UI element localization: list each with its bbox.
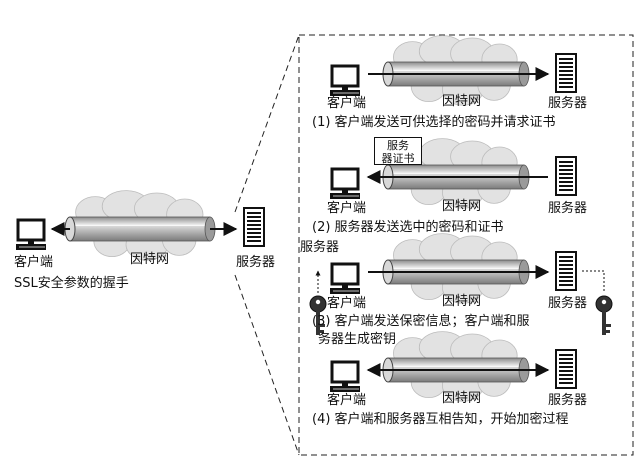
step4-client-label: 客户端 [327, 393, 367, 408]
zoom-line-top [234, 34, 300, 213]
overview-network-label: 因特网 [130, 252, 170, 267]
steps-panel [298, 34, 634, 456]
server-key-link [582, 270, 605, 293]
step1-server-icon [555, 53, 577, 93]
step2-client-label: 客户端 [327, 201, 367, 216]
overview-computer-icon [16, 218, 46, 250]
server-key-icon [595, 295, 613, 335]
server-certificate-box: 服务 器证书 [374, 137, 422, 165]
step3-caption-line2: 务器生成密钥 [318, 332, 397, 347]
step1-client-label: 客户端 [327, 96, 367, 111]
step3-server-label: 服务器 [548, 296, 588, 311]
step2-server-icon [555, 156, 577, 196]
step1-server-label: 服务器 [548, 96, 588, 111]
step1-computer-icon [330, 64, 360, 96]
step3-internet-pipe [382, 233, 530, 304]
zoom-line-bottom [234, 274, 300, 456]
step3-computer-icon [330, 262, 360, 294]
step2-computer-icon [330, 167, 360, 199]
step4-caption: (4) 客户端和服务器互相告知，开始加密过程 [312, 412, 569, 427]
step4-server-label: 服务器 [548, 393, 588, 408]
overview-internet-pipe [64, 190, 216, 261]
step1-caption: (1) 客户端发送可供选择的密码并请求证书 [312, 115, 556, 130]
step2-caption: (2) 服务器发送选中的密码和证书 [312, 220, 504, 235]
client-key-icon [309, 295, 327, 335]
step3-server-tag: 服务器 [300, 240, 340, 255]
step3-client-label: 客户端 [327, 296, 367, 311]
step3-server-icon [555, 251, 577, 291]
step3-caption-line1: (3) 客户端发送保密信息；客户端和服 [312, 314, 530, 329]
overview-server-icon [243, 207, 265, 247]
step3-network-label: 因特网 [442, 294, 482, 309]
overview-client-label: 客户端 [14, 255, 54, 270]
cert-line-2: 器证书 [381, 152, 415, 165]
step2-network-label: 因特网 [442, 199, 482, 214]
cert-line-1: 服务 [387, 139, 409, 152]
step2-server-label: 服务器 [548, 201, 588, 216]
overview-server-label: 服务器 [236, 255, 276, 270]
overview-caption: SSL安全参数的握手 [14, 276, 129, 291]
step1-network-label: 因特网 [442, 94, 482, 109]
step4-network-label: 因特网 [442, 391, 482, 406]
step4-server-icon [555, 349, 577, 389]
step4-computer-icon [330, 360, 360, 392]
step1-internet-pipe [382, 35, 530, 106]
